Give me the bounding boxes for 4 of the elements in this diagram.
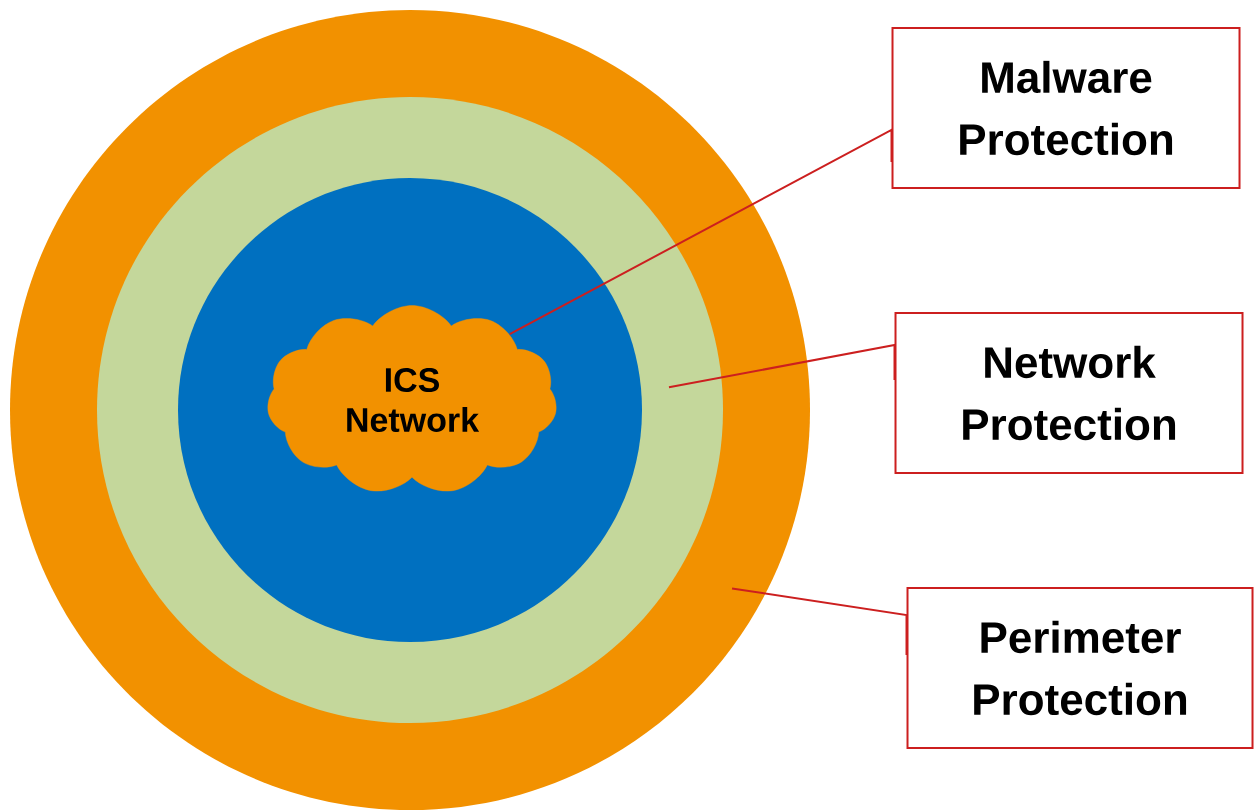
network-cloud: ICS Network	[267, 305, 557, 492]
callout-box: Malware Protection	[891, 27, 1241, 189]
callout-box: Network Protection	[894, 312, 1244, 474]
callout-box: Perimeter Protection	[906, 587, 1254, 749]
